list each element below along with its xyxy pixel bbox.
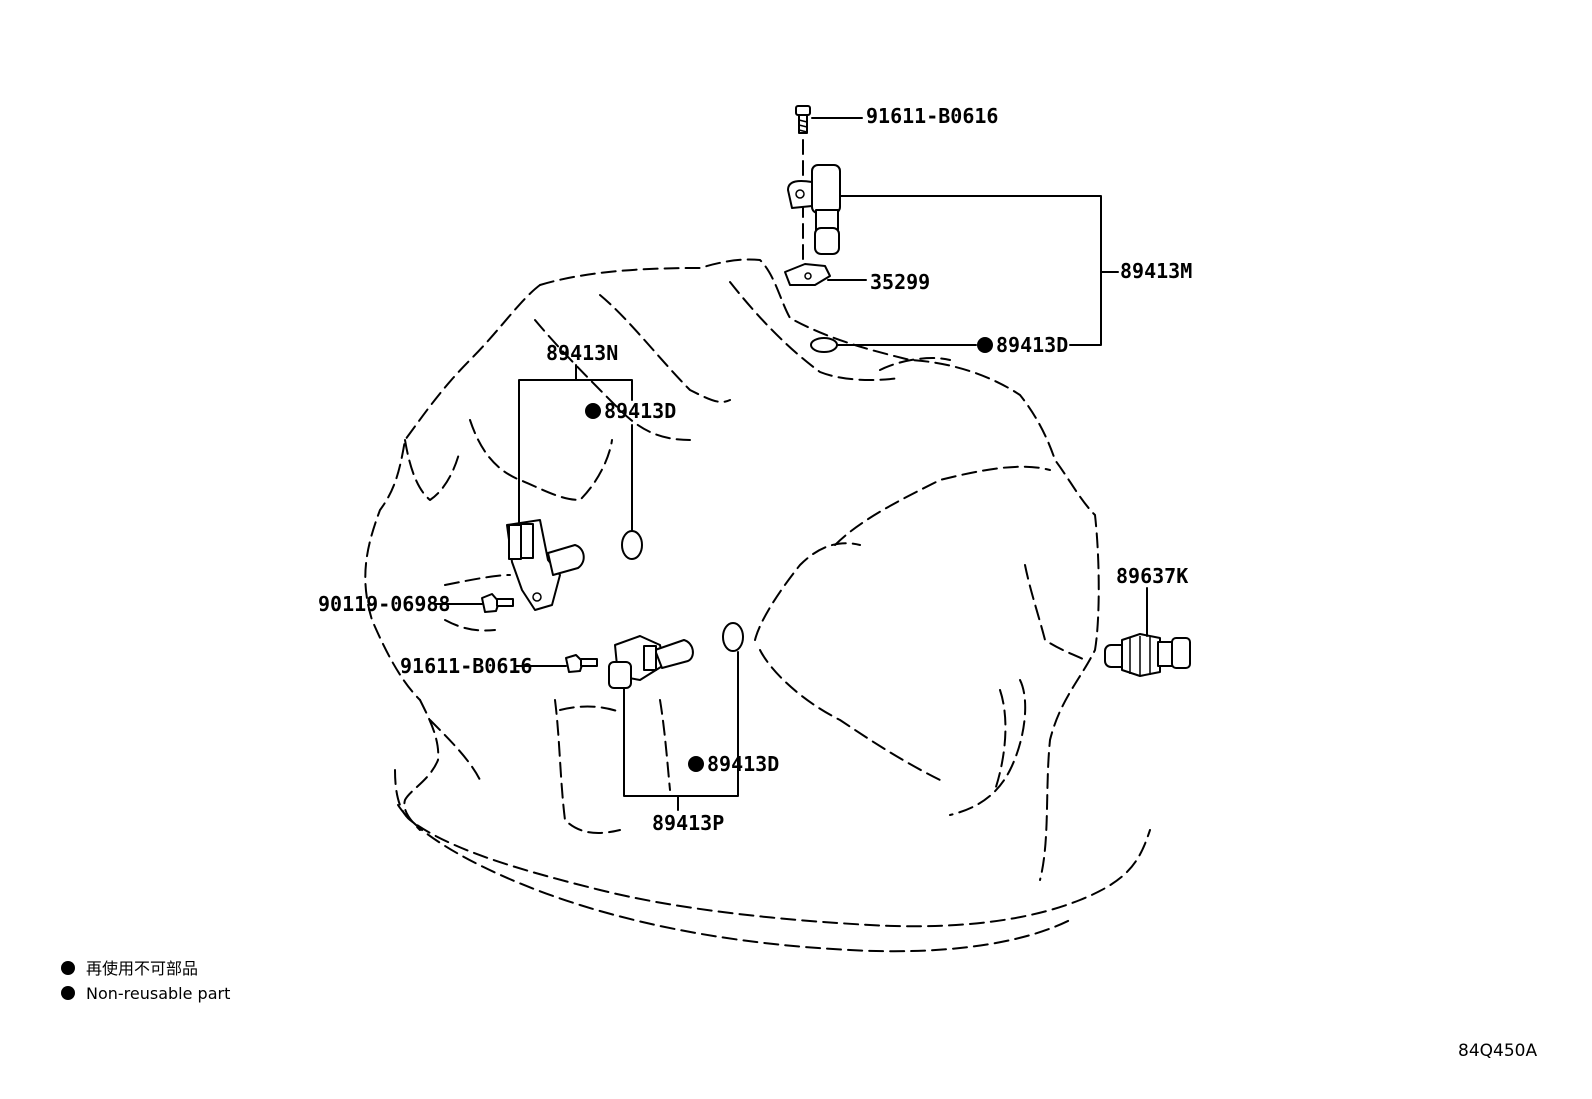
- leader-lines: [434, 117, 1148, 811]
- label-bolt-mid: 91611-B0616: [400, 654, 532, 678]
- label-sensor-top: 89413M: [1120, 259, 1192, 283]
- legend: 再使用不可部品 Non-reusable part: [61, 959, 230, 1003]
- o-ring-top: [810, 337, 838, 353]
- transmission-housing-outline: [364, 258, 1151, 953]
- speed-sensor-left: [506, 519, 585, 611]
- legend-line-2: Non-reusable part: [86, 984, 230, 1003]
- non-reusable-marker-left: [585, 403, 601, 419]
- label-switch-right: 89637K: [1116, 564, 1188, 588]
- speed-sensor-lower: [608, 635, 694, 689]
- label-plate: 35299: [870, 270, 930, 294]
- label-oring-top: 89413D: [996, 333, 1068, 357]
- speed-sensor-top: [787, 164, 841, 255]
- diagram-code: 84Q450A: [1458, 1041, 1537, 1061]
- legend-line-1: 再使用不可部品: [86, 959, 198, 978]
- bolt-left: [481, 593, 514, 613]
- bolt-top: [795, 105, 811, 134]
- label-sensor-lower: 89413P: [652, 811, 724, 835]
- non-reusable-marker-top: [977, 337, 993, 353]
- o-ring-lower: [722, 622, 744, 652]
- label-oring-left: 89413D: [604, 399, 676, 423]
- o-ring-left: [621, 530, 643, 560]
- switch-right: [1104, 633, 1191, 677]
- label-sensor-left: 89413N: [546, 341, 618, 365]
- legend-marker-icon-2: [61, 986, 75, 1000]
- label-bolt-top: 91611-B0616: [866, 104, 998, 128]
- plate-35299: [784, 263, 831, 286]
- label-oring-lower: 89413D: [707, 752, 779, 776]
- non-reusable-marker-lower: [688, 756, 704, 772]
- bolt-mid: [565, 654, 598, 673]
- legend-marker-icon-1: [61, 961, 75, 975]
- label-bolt-left: 90119-06988: [318, 592, 450, 616]
